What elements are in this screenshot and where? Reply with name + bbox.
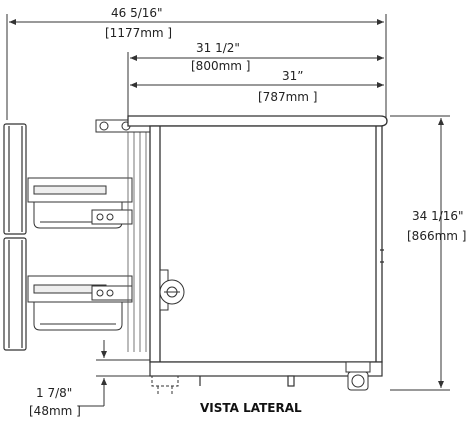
front-caster — [159, 269, 185, 311]
slide-rails — [127, 128, 147, 352]
dimension-overall-width — [6, 14, 387, 120]
height-metric: [866mm ] — [407, 229, 466, 243]
depth-imperial: 31” — [282, 69, 304, 83]
overall-width-metric: [1177mm ] — [105, 26, 172, 40]
cabinet-base — [149, 361, 383, 387]
dimension-body-width — [127, 52, 384, 118]
cabinet-body — [149, 125, 384, 363]
upper-drawer-pan — [27, 177, 133, 229]
depth-metric: [787mm ] — [258, 90, 317, 104]
upper-drawer-front — [3, 123, 27, 235]
body-width-imperial: 31 1/2" — [196, 41, 240, 55]
body-width-metric: [800mm ] — [191, 59, 250, 73]
rear-caster — [345, 361, 371, 391]
height-imperial: 34 1/16" — [412, 209, 464, 223]
overall-width-imperial: 46 5/16" — [111, 6, 163, 20]
upper-drawer-slide — [91, 209, 133, 225]
foot-imperial: 1 7/8" — [36, 386, 72, 400]
dimension-foot — [78, 340, 150, 407]
lower-drawer-front — [3, 237, 27, 351]
front-leveling-foot — [151, 375, 179, 394]
dimension-height — [390, 115, 450, 391]
cabinet-worktop — [127, 115, 388, 127]
foot-metric: [48mm ] — [29, 404, 81, 418]
lower-drawer-slide — [91, 285, 133, 301]
view-caption: VISTA LATERAL — [200, 401, 302, 415]
lower-drawer-pan — [27, 275, 133, 331]
